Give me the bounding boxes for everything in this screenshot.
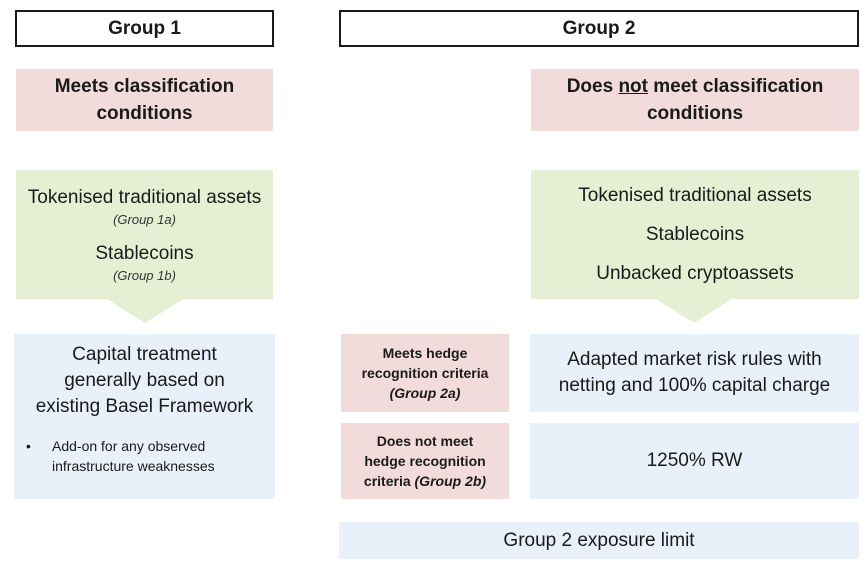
group2b-hedge-line2: hedge recognition bbox=[364, 453, 486, 469]
group2-exposure-limit-box: Group 2 exposure limit bbox=[339, 522, 859, 559]
group2-condition-box: Does not meet classification conditions bbox=[531, 69, 859, 131]
group2-header: Group 2 bbox=[339, 10, 859, 47]
group1-condition-line1: Meets classification bbox=[54, 76, 235, 97]
group1-down-arrow bbox=[107, 299, 183, 323]
group1-treatment-line2: generally based on bbox=[64, 370, 225, 391]
group2a-treatment-line1: Adapted market risk rules with bbox=[567, 349, 822, 370]
group1-assets-box: Tokenised traditional assets (Group 1a) … bbox=[16, 170, 273, 299]
group1-header: Group 1 bbox=[15, 10, 274, 47]
group1-asset-tokenised-sub: (Group 1a) bbox=[113, 211, 176, 227]
group2-condition-line1: Does not meet classification bbox=[567, 73, 824, 100]
group2a-treatment-box: Adapted market risk rules with netting a… bbox=[530, 334, 859, 412]
group1-condition-line2: conditions bbox=[96, 103, 193, 124]
group2b-hedge-box: Does not meet hedge recognition criteria… bbox=[341, 423, 509, 499]
group2-condition-not: not bbox=[618, 76, 648, 97]
group2-assets-box: Tokenised traditional assets Stablecoins… bbox=[531, 170, 859, 299]
bullet-dot: • bbox=[26, 438, 31, 454]
group1-asset-tokenised: Tokenised traditional assets bbox=[27, 186, 262, 208]
group2a-hedge-line1: Meets hedge bbox=[382, 345, 468, 361]
group2-header-label: Group 2 bbox=[562, 17, 636, 39]
group2-asset-stablecoins: Stablecoins bbox=[645, 223, 745, 245]
group1-treatment-box: Capital treatment generally based on exi… bbox=[14, 334, 275, 499]
group1-asset-stablecoins-sub: (Group 1b) bbox=[113, 267, 176, 283]
group2b-treatment-label: 1250% RW bbox=[646, 450, 743, 471]
group2a-treatment-line2: netting and 100% capital charge bbox=[558, 375, 831, 396]
group2b-hedge-line3: criteria bbox=[363, 473, 415, 489]
group2b-treatment-box: 1250% RW bbox=[530, 423, 859, 499]
group2b-hedge-sub: (Group 2b) bbox=[414, 473, 487, 489]
group2-condition-line2: conditions bbox=[646, 103, 744, 124]
group2b-hedge-line1: Does not meet bbox=[376, 433, 474, 449]
group1-asset-stablecoins: Stablecoins bbox=[95, 242, 194, 264]
group2a-hedge-sub: (Group 2a) bbox=[389, 385, 461, 401]
group1-treatment-line3: existing Basel Framework bbox=[35, 396, 254, 417]
group1-header-label: Group 1 bbox=[108, 17, 181, 39]
group1-condition-box: Meets classification conditions bbox=[16, 69, 273, 131]
group2-exposure-limit-label: Group 2 exposure limit bbox=[503, 529, 695, 551]
group1-addon-line1: Add-on for any observed bbox=[52, 438, 206, 454]
group2a-hedge-box: Meets hedge recognition criteria (Group … bbox=[341, 334, 509, 412]
group1-addon-line2: infrastructure weaknesses bbox=[52, 458, 215, 474]
group2a-hedge-line2: recognition criteria bbox=[361, 365, 489, 381]
group2-asset-unbacked: Unbacked cryptoassets bbox=[596, 262, 794, 284]
group2-asset-tokenised: Tokenised traditional assets bbox=[578, 184, 812, 206]
group1-treatment-line1: Capital treatment bbox=[72, 344, 217, 365]
group2-down-arrow bbox=[656, 299, 732, 323]
group2-condition-pre: Does bbox=[566, 76, 619, 97]
group2-condition-post: meet classification bbox=[648, 76, 824, 97]
group2b-hedge-line3-wrap: criteria (Group 2b) bbox=[364, 471, 486, 491]
group1-addon-bullet: • Add-on for any observed infrastructure… bbox=[26, 436, 215, 476]
